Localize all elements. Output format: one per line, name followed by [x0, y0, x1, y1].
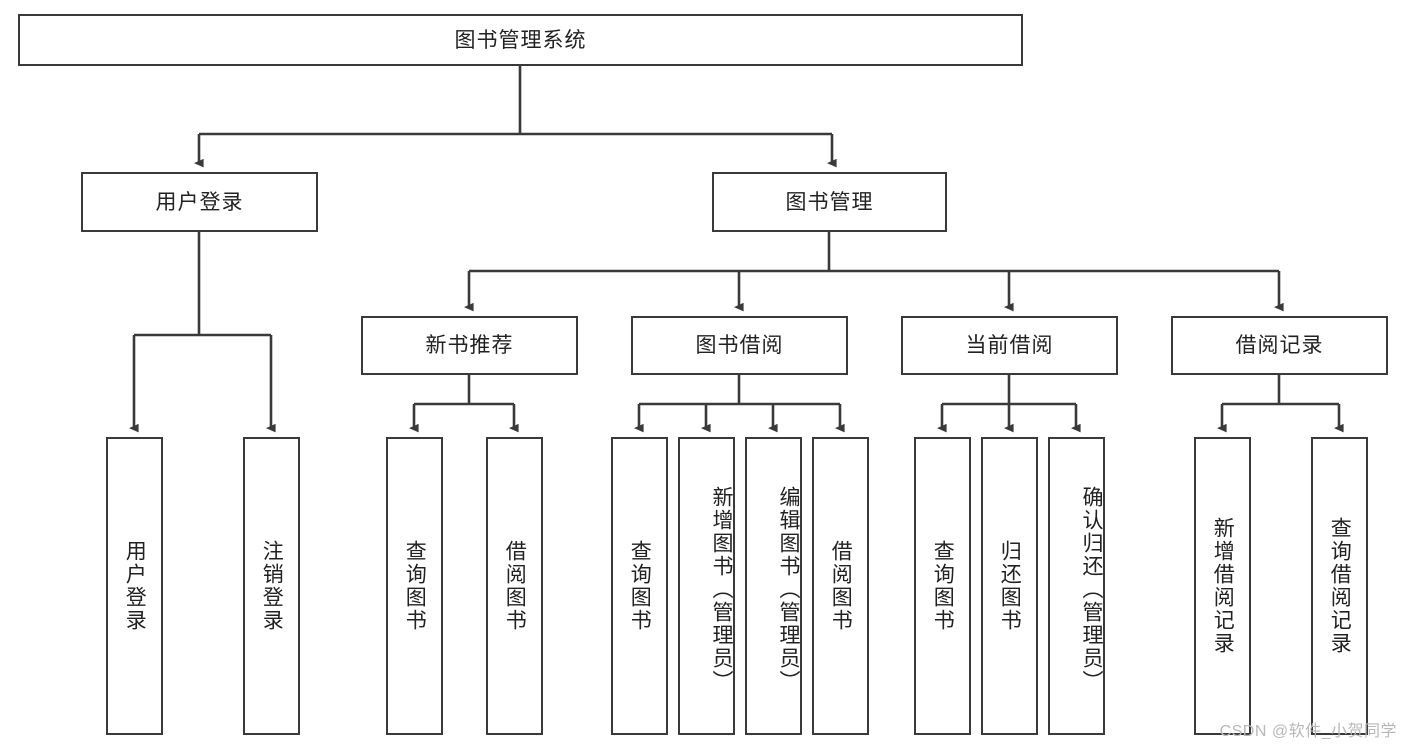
leaf-user-login-login[interactable]: 用户登录 [106, 437, 163, 735]
leaf-label: 用户登录 [123, 540, 147, 632]
node-book-management[interactable]: 图书管理 [712, 172, 947, 232]
node-current-borrow-label: 当前借阅 [965, 334, 1054, 357]
node-book-borrow-label: 图书借阅 [695, 334, 784, 357]
node-new-book-recommend[interactable]: 新书推荐 [361, 316, 578, 375]
leaf-user-login-logout[interactable]: 注销登录 [243, 437, 300, 735]
node-borrow-record-label: 借阅记录 [1235, 334, 1324, 357]
leaf-book-borrow-add[interactable]: 新增图书（管理员） [678, 437, 735, 735]
node-root-label: 图书管理系统 [454, 28, 587, 52]
leaf-label: 查询图书 [403, 540, 427, 632]
node-user-login-label: 用户登录 [155, 190, 244, 214]
leaf-new-book-search[interactable]: 查询图书 [386, 437, 443, 735]
leaf-label: 借阅图书 [503, 540, 527, 632]
leaf-current-borrow-confirm-return[interactable]: 确认归还（管理员） [1048, 437, 1105, 735]
leaf-borrow-record-search[interactable]: 查询借阅记录 [1311, 437, 1368, 735]
leaf-book-borrow-borrow[interactable]: 借阅图书 [812, 437, 869, 735]
leaf-label: 新增图书（管理员） [710, 485, 733, 693]
watermark: CSDN @软件_小贺同学 [1219, 723, 1397, 740]
leaf-new-book-borrow[interactable]: 借阅图书 [486, 437, 543, 735]
node-current-borrow[interactable]: 当前借阅 [901, 316, 1118, 375]
node-borrow-record[interactable]: 借阅记录 [1171, 316, 1388, 375]
leaf-current-borrow-search[interactable]: 查询图书 [914, 437, 971, 735]
leaf-book-borrow-search[interactable]: 查询图书 [611, 437, 668, 735]
leaf-label: 查询借阅记录 [1328, 517, 1352, 655]
node-root[interactable]: 图书管理系统 [18, 14, 1023, 66]
leaf-label: 编辑图书（管理员） [777, 485, 800, 693]
node-new-book-recommend-label: 新书推荐 [425, 334, 514, 357]
node-user-login[interactable]: 用户登录 [81, 172, 318, 232]
leaf-label: 借阅图书 [829, 540, 853, 632]
leaf-label: 注销登录 [260, 540, 284, 632]
node-book-management-label: 图书管理 [785, 190, 874, 214]
leaf-label: 查询图书 [628, 540, 652, 632]
leaf-label: 新增借阅记录 [1211, 517, 1235, 655]
leaf-label: 归还图书 [998, 540, 1022, 632]
leaf-label: 确认归还（管理员） [1080, 485, 1103, 693]
leaf-label: 查询图书 [931, 540, 955, 632]
leaf-book-borrow-edit[interactable]: 编辑图书（管理员） [745, 437, 802, 735]
leaf-borrow-record-add[interactable]: 新增借阅记录 [1194, 437, 1251, 735]
leaf-current-borrow-return[interactable]: 归还图书 [981, 437, 1038, 735]
node-book-borrow[interactable]: 图书借阅 [631, 316, 848, 375]
